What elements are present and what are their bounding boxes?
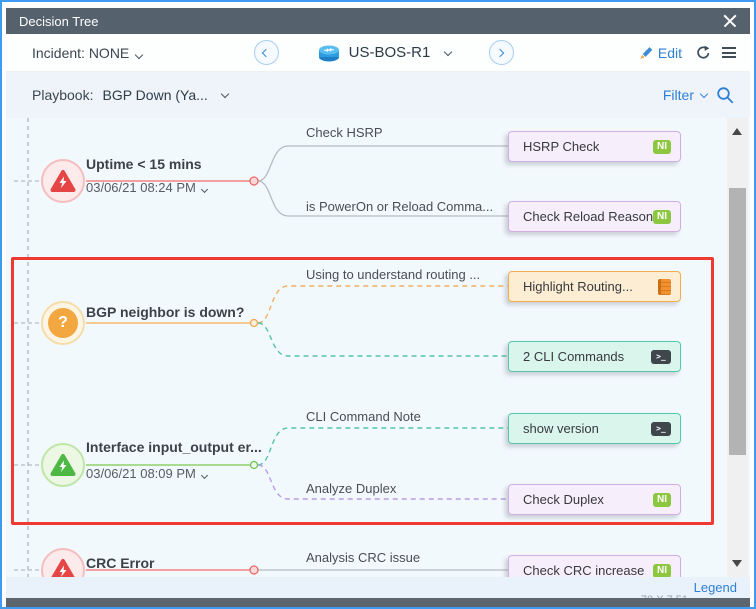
playbook-bar: Playbook: BGP Down (Ya... Filter <box>6 72 750 118</box>
chevron-down-icon <box>135 50 144 59</box>
action-label: Check CRC increase <box>523 563 645 577</box>
refresh-icon[interactable] <box>694 45 710 61</box>
warning-triangle-icon <box>51 559 75 577</box>
chevron-down-icon <box>220 89 230 99</box>
chevron-down-icon <box>200 471 208 480</box>
timestamp: 03/06/21 08:24 PM <box>86 180 196 195</box>
node-title: BGP neighbor is down? <box>86 304 245 320</box>
toolbar: Incident: NONE US-BOS-R1 <box>6 34 750 72</box>
tree-edges <box>14 118 508 577</box>
search-icon[interactable] <box>716 86 734 104</box>
warning-triangle-icon <box>50 170 76 192</box>
question-node-icon[interactable]: ? <box>41 301 85 345</box>
scroll-down-arrow[interactable] <box>732 560 742 567</box>
terminal-icon: >_ <box>651 349 671 364</box>
ni-badge: NI <box>653 139 671 154</box>
highlight-rectangle <box>11 257 714 525</box>
clipped-size-text: 70 X 7 51 <box>641 594 688 598</box>
playbook-dropdown[interactable]: Playbook: BGP Down (Ya... <box>32 87 230 103</box>
node-title: Uptime < 15 mins <box>86 156 202 172</box>
terminal-icon: >_ <box>651 421 671 436</box>
scrollbar-thumb[interactable] <box>729 188 746 455</box>
note-icon <box>658 278 671 295</box>
chevron-right-icon <box>496 48 505 57</box>
success-triangle-icon <box>50 454 76 476</box>
action-box-check-reload-reason[interactable]: Check Reload Reason NI <box>508 201 681 232</box>
edit-button[interactable]: Edit <box>639 45 682 61</box>
chevron-left-icon <box>261 48 271 57</box>
branch-label: Using to understand routing ... <box>306 267 481 282</box>
action-box-cli-commands[interactable]: 2 CLI Commands >_ <box>508 341 681 372</box>
action-box-check-duplex[interactable]: Check Duplex NI <box>508 484 681 515</box>
title-bar: Decision Tree <box>6 8 750 34</box>
branch-label: Analysis CRC issue <box>306 550 421 565</box>
edit-label: Edit <box>657 44 682 61</box>
device-name: US-BOS-R1 <box>348 44 431 61</box>
branch-label: is PowerOn or Reload Comma... <box>306 199 494 214</box>
action-box-highlight-routing[interactable]: Highlight Routing... <box>508 271 681 302</box>
horizontal-scrollbar[interactable] <box>6 598 750 607</box>
incident-dropdown[interactable]: Incident: NONE <box>32 44 144 61</box>
success-node-icon[interactable] <box>41 443 85 487</box>
ni-badge: NI <box>653 563 671 577</box>
pencil-icon <box>640 47 653 59</box>
router-icon <box>318 45 339 61</box>
branch-label: Check HSRP <box>306 125 383 140</box>
chevron-down-icon <box>200 185 208 194</box>
action-label: Highlight Routing... <box>523 279 633 294</box>
scroll-up-arrow[interactable] <box>732 128 742 135</box>
action-label: 2 CLI Commands <box>523 349 625 364</box>
question-mark-icon: ? <box>48 308 78 338</box>
ni-badge: NI <box>653 492 671 507</box>
ni-badge: NI <box>653 209 671 224</box>
action-box-hsrp-check[interactable]: HSRP Check NI <box>508 131 681 162</box>
filter-label: Filter <box>662 87 694 103</box>
prev-device-button[interactable] <box>253 40 279 65</box>
action-label: show version <box>523 421 599 436</box>
chevron-down-icon <box>699 89 709 99</box>
action-box-show-version[interactable]: show version >_ <box>508 413 681 444</box>
node-title: Interface input_output er... <box>86 439 262 455</box>
footer-bar: 70 X 7 51 Legend <box>6 577 750 598</box>
close-icon[interactable] <box>723 14 737 28</box>
branch-label: Analyze Duplex <box>306 481 397 496</box>
node-timestamp-dropdown[interactable]: 03/06/21 08:09 PM <box>86 466 208 481</box>
legend-link[interactable]: Legend <box>693 580 737 595</box>
playbook-value: BGP Down (Ya... <box>102 87 208 103</box>
menu-icon[interactable] <box>722 46 736 59</box>
action-label: Check Duplex <box>523 492 604 507</box>
decision-tree-canvas[interactable]: ? Uptime < 15 mins 03/06/21 08:24 PM BGP… <box>6 118 750 577</box>
node-timestamp-dropdown[interactable]: 03/06/21 08:24 PM <box>86 180 208 195</box>
action-label: Check Reload Reason <box>523 209 653 224</box>
window-title: Decision Tree <box>19 13 99 29</box>
next-device-button[interactable] <box>489 40 515 65</box>
playbook-label: Playbook: <box>32 87 94 103</box>
device-selector[interactable]: US-BOS-R1 <box>317 44 453 62</box>
incident-label: Incident: NONE <box>32 44 130 61</box>
filter-control[interactable]: Filter <box>663 86 734 104</box>
timestamp: 03/06/21 08:09 PM <box>86 466 196 481</box>
alert-critical-icon[interactable] <box>41 159 85 203</box>
chevron-down-icon <box>444 47 453 56</box>
action-label: HSRP Check <box>523 139 600 154</box>
node-title: CRC Error <box>86 555 155 571</box>
action-box-check-crc-increase[interactable]: Check CRC increase NI <box>508 555 681 577</box>
vertical-scrollbar[interactable] <box>727 118 748 577</box>
branch-label: CLI Command Note <box>306 409 421 424</box>
alert-critical-icon[interactable] <box>41 548 85 577</box>
